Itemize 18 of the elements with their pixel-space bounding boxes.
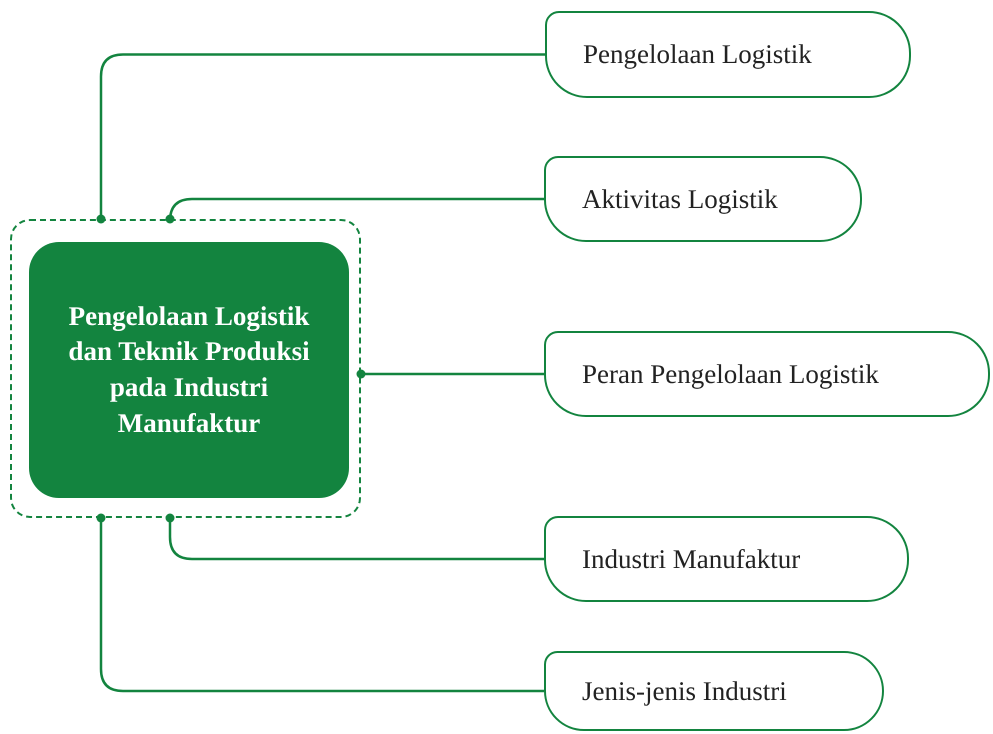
topic-text: Pengelolaan Logistik [583, 39, 812, 70]
topic-box [544, 516, 909, 602]
topic-box [544, 156, 862, 242]
topic-text: Peran Pengelolaan Logistik [582, 358, 879, 390]
connector-line [356, 370, 544, 378]
topic-box [544, 331, 990, 417]
topic-text: Jenis-jenis Industri [582, 676, 787, 706]
topic-box [545, 11, 911, 98]
topic-box [544, 651, 884, 731]
connector-line [166, 198, 544, 224]
main-topic-text: Pengelolaan Logistik dan Teknik Produksi pada Industri Manufaktur [67, 300, 311, 440]
dashed-frame [10, 219, 361, 518]
topic-text: Industri Manufaktur [582, 544, 800, 574]
main-topic-box [29, 242, 349, 498]
connector-line [96, 514, 544, 692]
topic-text: Aktivitas Logistik [582, 184, 778, 214]
connector-line [96, 53, 545, 224]
connector-line [166, 514, 544, 560]
